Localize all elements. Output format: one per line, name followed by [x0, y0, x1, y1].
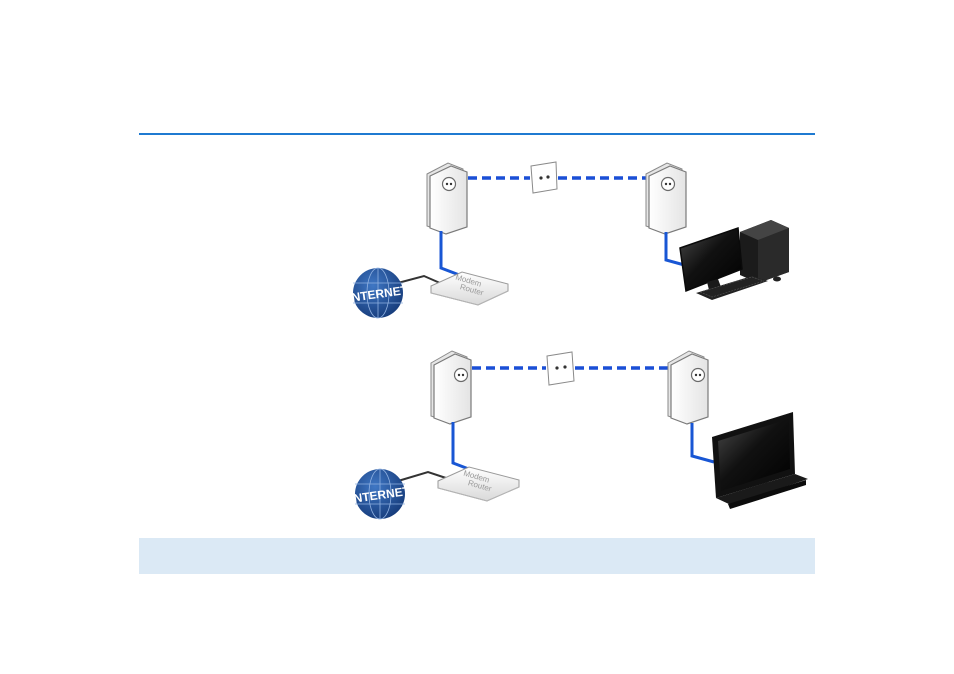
- modem-router-icon: Modem Router: [430, 271, 509, 306]
- ethernet-cable: [439, 231, 463, 278]
- flat-screen-tv-icon: [712, 412, 808, 509]
- powerline-adapter-icon: [645, 162, 687, 235]
- modem-router-icon: Modem Router: [437, 466, 520, 502]
- internet-globe-icon: INTERNET: [349, 468, 411, 520]
- ethernet-cable: [664, 232, 689, 268]
- ethernet-cable: [690, 423, 715, 464]
- desktop-computer-icon: [679, 220, 789, 300]
- scenario-television: Modem Router INTERNET: [349, 350, 808, 520]
- internet-cable: [393, 274, 441, 285]
- wall-socket-icon: [530, 161, 558, 194]
- internet-globe-icon: INTERNET: [347, 267, 409, 319]
- ethernet-cable: [451, 422, 475, 473]
- powerline-adapter-icon: [430, 350, 472, 425]
- powerline-adapter-icon: [426, 162, 468, 235]
- powerline-adapter-icon: [667, 350, 709, 425]
- header-rule: [139, 133, 815, 135]
- wall-socket-icon: [546, 351, 575, 386]
- scenario-computer: Modem Router INTERNET: [347, 161, 789, 319]
- internet-cable: [397, 470, 447, 482]
- note-bar: [139, 538, 815, 574]
